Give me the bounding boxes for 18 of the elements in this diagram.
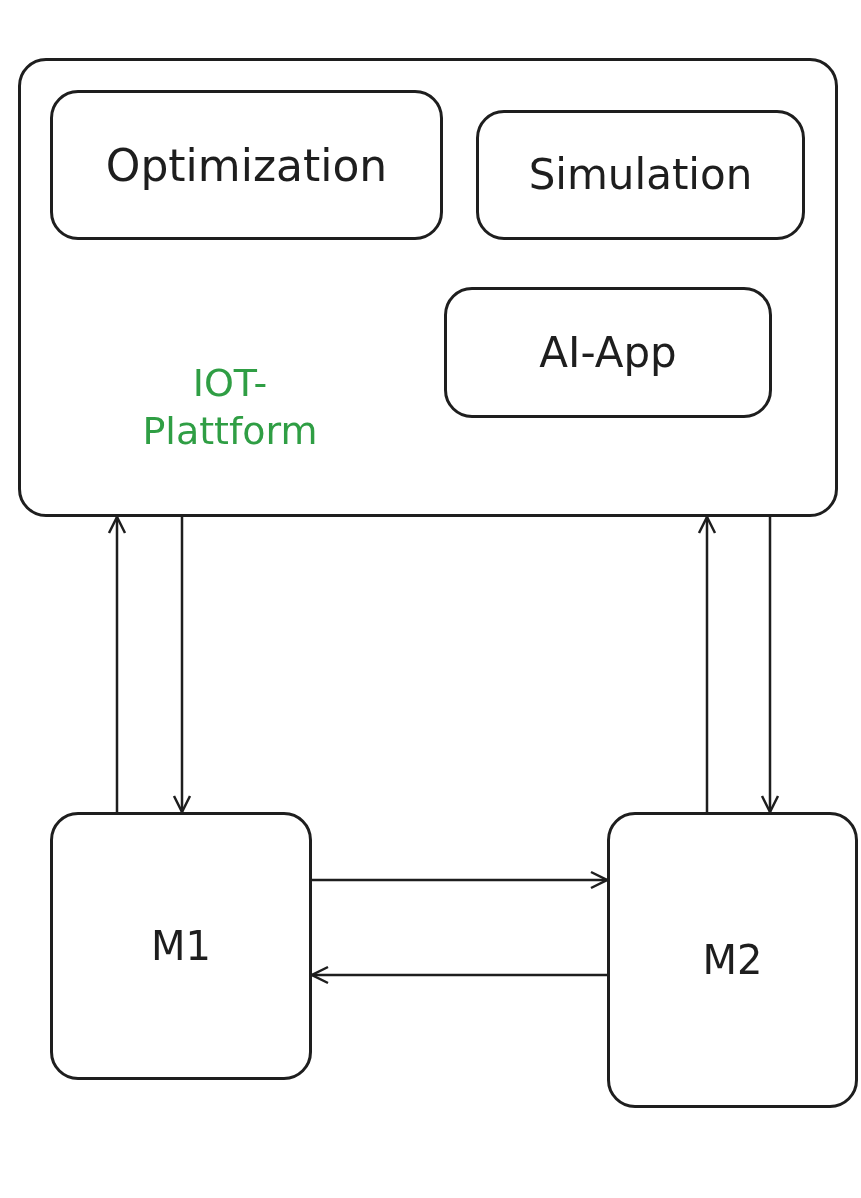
module-label: Simulation [527, 148, 754, 201]
arrow [107, 515, 127, 812]
arrow [312, 870, 609, 890]
machine-label: M1 [150, 922, 212, 971]
arrow [310, 965, 607, 985]
module-box [444, 287, 772, 418]
module-label: AI-App [538, 326, 678, 379]
machine-label: M2 [701, 936, 764, 985]
arrow [697, 515, 717, 812]
machine-box [50, 812, 312, 1080]
module-box [476, 110, 805, 240]
platform-label: IOT- Plattform [141, 360, 319, 455]
arrow [760, 517, 780, 814]
machine-box [607, 812, 858, 1108]
arrow [172, 517, 192, 814]
platform-container [18, 58, 838, 517]
module-box [50, 90, 443, 240]
module-label: Optimization [104, 138, 389, 193]
